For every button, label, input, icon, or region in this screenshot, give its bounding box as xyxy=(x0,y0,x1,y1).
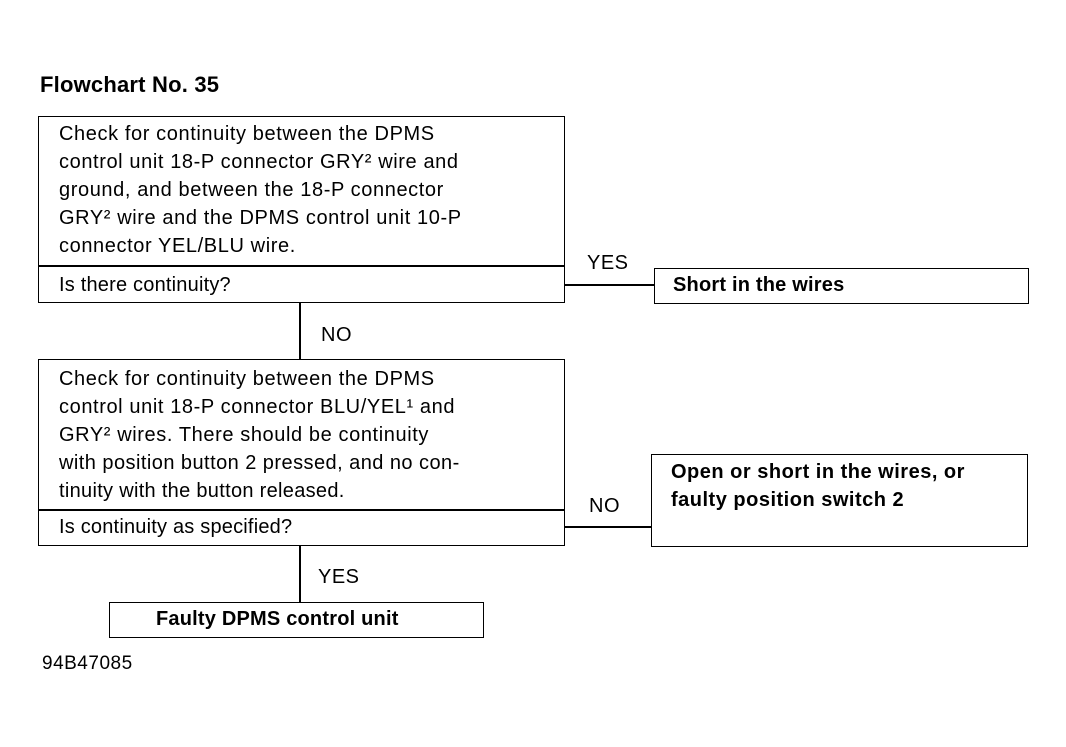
step1-line: connector YEL/BLU wire. xyxy=(59,235,296,257)
result-open-line: faulty position switch 2 xyxy=(671,489,905,511)
figure-id: 94B47085 xyxy=(42,653,133,674)
step1-instruction: Check for continuity between the DPMS co… xyxy=(59,120,462,260)
step1-line: Check for continuity between the DPMS xyxy=(59,123,435,145)
step1-question: Is there continuity? xyxy=(59,274,231,296)
step2-line: GRY² wires. There should be continuity xyxy=(59,424,430,446)
step2-divider xyxy=(39,509,564,511)
step1-no-connector xyxy=(299,303,301,359)
step2-box: Check for continuity between the DPMS co… xyxy=(38,359,565,546)
step1-box: Check for continuity between the DPMS co… xyxy=(38,116,565,303)
result-open-box: Open or short in the wires, or faulty po… xyxy=(651,454,1028,547)
result-short-box: Short in the wires xyxy=(654,268,1029,304)
result-faulty-box: Faulty DPMS control unit xyxy=(109,602,484,638)
step1-no-label: NO xyxy=(321,324,352,346)
step1-yes-label: YES xyxy=(587,252,629,274)
step2-no-connector xyxy=(565,526,652,528)
step1-line: control unit 18-P connector GRY² wire an… xyxy=(59,151,459,173)
step2-instruction: Check for continuity between the DPMS co… xyxy=(59,365,460,505)
step2-line: control unit 18-P connector BLU/YEL¹ and xyxy=(59,396,456,418)
step2-line: with position button 2 pressed, and no c… xyxy=(59,452,460,474)
step2-line: Check for continuity between the DPMS xyxy=(59,368,435,390)
result-faulty-text: Faulty DPMS control unit xyxy=(156,608,399,630)
step2-question: Is continuity as specified? xyxy=(59,516,293,538)
step2-no-label: NO xyxy=(589,495,620,517)
step1-yes-connector xyxy=(565,284,655,286)
step2-yes-connector xyxy=(299,546,301,602)
result-open-line: Open or short in the wires, or xyxy=(671,461,965,483)
result-open-text: Open or short in the wires, or faulty po… xyxy=(671,458,965,514)
step1-line: GRY² wire and the DPMS control unit 10-P xyxy=(59,207,462,229)
step1-divider xyxy=(39,265,564,267)
step1-line: ground, and between the 18-P connector xyxy=(59,179,444,201)
flowchart-title: Flowchart No. 35 xyxy=(40,72,220,97)
result-short-text: Short in the wires xyxy=(673,274,845,296)
step2-line: tinuity with the button released. xyxy=(59,480,345,502)
step2-yes-label: YES xyxy=(318,566,360,588)
